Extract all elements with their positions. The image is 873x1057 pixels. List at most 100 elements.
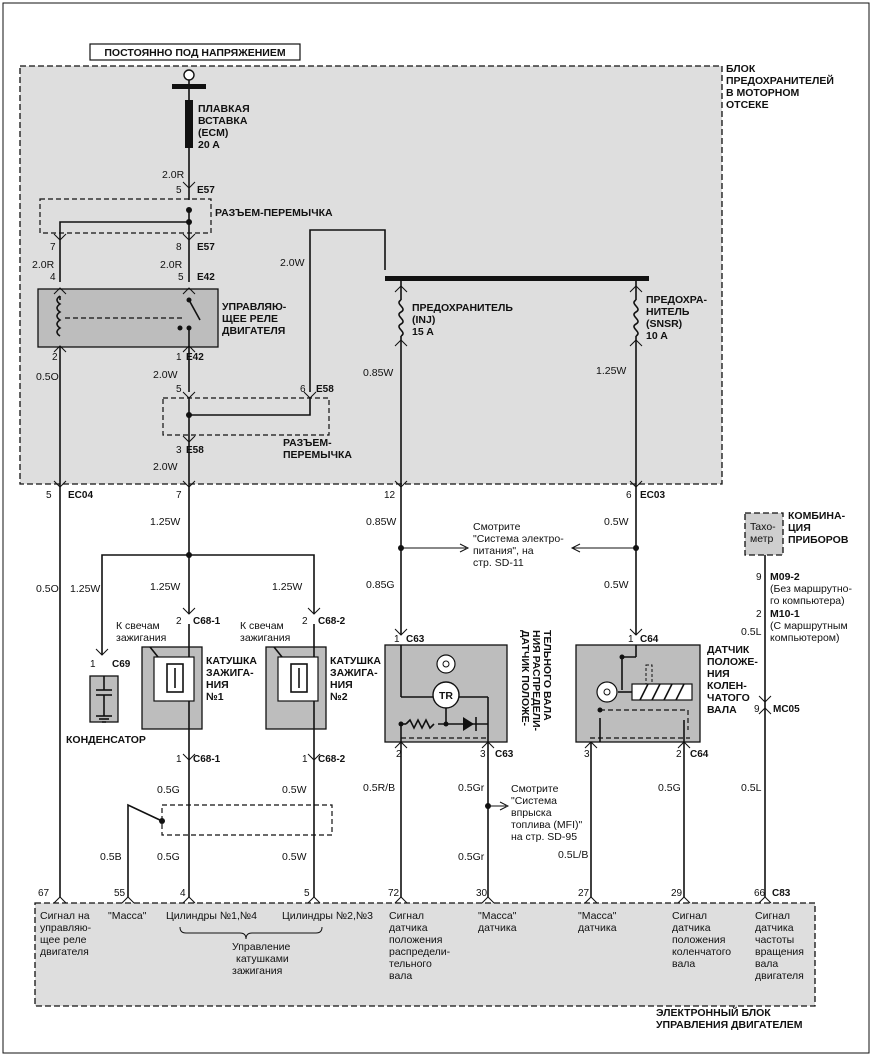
svg-text:(ECM): (ECM) bbox=[198, 127, 228, 139]
pin-label: 2 bbox=[756, 609, 762, 620]
wire-label: 1.25W bbox=[272, 581, 302, 593]
svg-text:"Масса": "Масса" bbox=[478, 910, 517, 922]
svg-text:положения: положения bbox=[672, 934, 725, 946]
ecm-pin-4: 4 bbox=[180, 888, 186, 899]
svg-text:ОТСЕКЕ: ОТСЕКЕ bbox=[726, 99, 769, 111]
wire-label: 0.5G bbox=[157, 784, 180, 796]
wire-label: 0.85G bbox=[366, 579, 395, 591]
connector-c68-1-top: C68-1 bbox=[193, 616, 221, 627]
bus-bar-battery bbox=[172, 84, 206, 89]
fusible-link-label: ПЛАВКАЯ ВСТАВКА (ECM) 20 A bbox=[198, 103, 250, 151]
wire-label: 0.85W bbox=[366, 516, 396, 528]
pin-label: 2 bbox=[52, 352, 58, 363]
svg-text:двигателя: двигателя bbox=[755, 970, 804, 982]
ecm-pin-29: 29 bbox=[671, 888, 683, 899]
svg-text:вращения: вращения bbox=[755, 946, 804, 958]
pin-label: 7 bbox=[50, 242, 56, 253]
wire-label: 1.25W bbox=[70, 583, 100, 595]
svg-text:M09-2: M09-2 bbox=[770, 571, 800, 583]
connector-c83: C83 bbox=[772, 888, 791, 899]
svg-text:ЭЛЕКТРОННЫЙ БЛОК: ЭЛЕКТРОННЫЙ БЛОК bbox=[656, 1006, 771, 1019]
svg-text:К свечам: К свечам bbox=[116, 620, 160, 632]
ecm-pin-5: 5 bbox=[304, 888, 310, 899]
wire-label: 0.5G bbox=[157, 851, 180, 863]
wire-label: 0.5O bbox=[36, 583, 59, 595]
wire-label: 1.25W bbox=[150, 516, 180, 528]
pin-label: 1 bbox=[176, 352, 182, 363]
fuse-box-region bbox=[19, 65, 723, 485]
wire-label: 0.5R/B bbox=[363, 782, 395, 794]
pin-label: 2 bbox=[676, 749, 682, 760]
svg-text:положения: положения bbox=[389, 934, 442, 946]
ecm-terminal-55-label: "Масса" bbox=[108, 910, 147, 922]
svg-text:КАТУШКА: КАТУШКА bbox=[330, 655, 381, 667]
coil-control-label: Управление катушками зажигания bbox=[232, 941, 291, 977]
wire-label: 0.5L bbox=[741, 782, 762, 794]
svg-text:впрыска: впрыска bbox=[511, 807, 552, 819]
connector-e58-bottom: E58 bbox=[186, 445, 204, 456]
m09-label: M09-2 (Без маршрутно- го компьютера) bbox=[770, 571, 852, 607]
svg-text:распредели-: распредели- bbox=[389, 946, 451, 958]
connector-c64-bottom: C64 bbox=[690, 749, 709, 760]
cluster-label: КОМБИНА- ЦИЯ ПРИБОРОВ bbox=[788, 510, 849, 546]
svg-text:ЧАТОГО: ЧАТОГО bbox=[707, 692, 750, 704]
jumper-connector-2 bbox=[162, 397, 330, 436]
svg-text:ЦИЯ: ЦИЯ bbox=[788, 522, 811, 534]
pin-label: 1 bbox=[302, 754, 308, 765]
svg-text:КОЛЕН-: КОЛЕН- bbox=[707, 680, 747, 692]
wire-label: 1.25W bbox=[150, 581, 180, 593]
svg-text:ПРЕДОХРА-: ПРЕДОХРА- bbox=[646, 294, 707, 306]
wire-label: 0.5Gr bbox=[458, 851, 485, 863]
svg-text:20 A: 20 A bbox=[198, 139, 220, 151]
connector-e58-top: E58 bbox=[316, 384, 334, 395]
svg-text:(INJ): (INJ) bbox=[412, 314, 435, 326]
header-box bbox=[89, 43, 301, 61]
svg-text:вала: вала bbox=[389, 970, 412, 982]
connector-mc05: MC05 bbox=[773, 704, 800, 715]
svg-text:датчика: датчика bbox=[578, 922, 617, 934]
pin-label: 5 bbox=[176, 384, 182, 395]
pin-label: 1 bbox=[394, 634, 400, 645]
pin-label: 9 bbox=[754, 704, 760, 715]
wire-label: 0.85W bbox=[363, 367, 393, 379]
svg-text:ДАТЧИК: ДАТЧИК bbox=[707, 644, 750, 656]
m10-label: M10-1 (С маршрутным компьютером) bbox=[770, 608, 848, 644]
ecm-terminal-72-label: Сигнал датчика положения распредели- тел… bbox=[389, 910, 451, 982]
jumper1-label: РАЗЪЕМ-ПЕРЕМЫЧКА bbox=[215, 207, 333, 219]
svg-text:ПРЕДОХРАНИТЕЛЬ: ПРЕДОХРАНИТЕЛЬ bbox=[412, 302, 513, 314]
battery-terminal bbox=[183, 69, 195, 81]
wire-label: 0.5W bbox=[282, 784, 307, 796]
wire-label: 0.5Gr bbox=[458, 782, 485, 794]
tacho-label: Taxo- метр bbox=[750, 521, 776, 545]
see-mfi-note: Смотрите "Система впрыска топлива (MFI)"… bbox=[511, 783, 582, 843]
pin-label: 8 bbox=[176, 242, 182, 253]
pin-label: 1 bbox=[628, 634, 634, 645]
wire-label: 0.5G bbox=[658, 782, 681, 794]
fuse-snsr bbox=[633, 299, 639, 337]
wire-label: 0.5W bbox=[604, 516, 629, 528]
svg-text:НИЯ РАСПРЕДЕЛИ-: НИЯ РАСПРЕДЕЛИ- bbox=[530, 630, 542, 732]
ecm-terminal-29-label: Сигнал датчика положения коленчатого вал… bbox=[672, 910, 731, 970]
fuse-inj-label: ПРЕДОХРАНИТЕЛЬ (INJ) 15 A bbox=[412, 302, 513, 338]
ecm-pin-67: 67 bbox=[38, 888, 50, 899]
svg-text:ДВИГАТЕЛЯ: ДВИГАТЕЛЯ bbox=[222, 325, 285, 337]
pin-label: 6 bbox=[626, 490, 632, 501]
svg-text:(С маршрутным: (С маршрутным bbox=[770, 620, 848, 632]
wire-label: 2.0R bbox=[162, 169, 185, 181]
ecm-pin-66: 66 bbox=[754, 888, 766, 899]
pin-label: 5 bbox=[178, 272, 184, 283]
svg-text:№2: №2 bbox=[330, 691, 348, 703]
svg-text:зажигания: зажигания bbox=[240, 632, 290, 644]
pin-label: 2 bbox=[176, 616, 182, 627]
wire-label: 2.0W bbox=[153, 461, 178, 473]
svg-text:топлива (MFI)": топлива (MFI)" bbox=[511, 819, 582, 831]
svg-text:ПЕРЕМЫЧКА: ПЕРЕМЫЧКА bbox=[283, 449, 352, 461]
svg-text:ЩЕЕ РЕЛЕ: ЩЕЕ РЕЛЕ bbox=[222, 313, 278, 325]
connector-c68-2-top: C68-2 bbox=[318, 616, 346, 627]
jumper-connector-1 bbox=[39, 198, 212, 234]
svg-text:(Без маршрутно-: (Без маршрутно- bbox=[770, 583, 852, 595]
pin-label: 3 bbox=[176, 445, 182, 456]
svg-text:ВАЛА: ВАЛА bbox=[707, 704, 737, 716]
pin-label: 2 bbox=[396, 749, 402, 760]
